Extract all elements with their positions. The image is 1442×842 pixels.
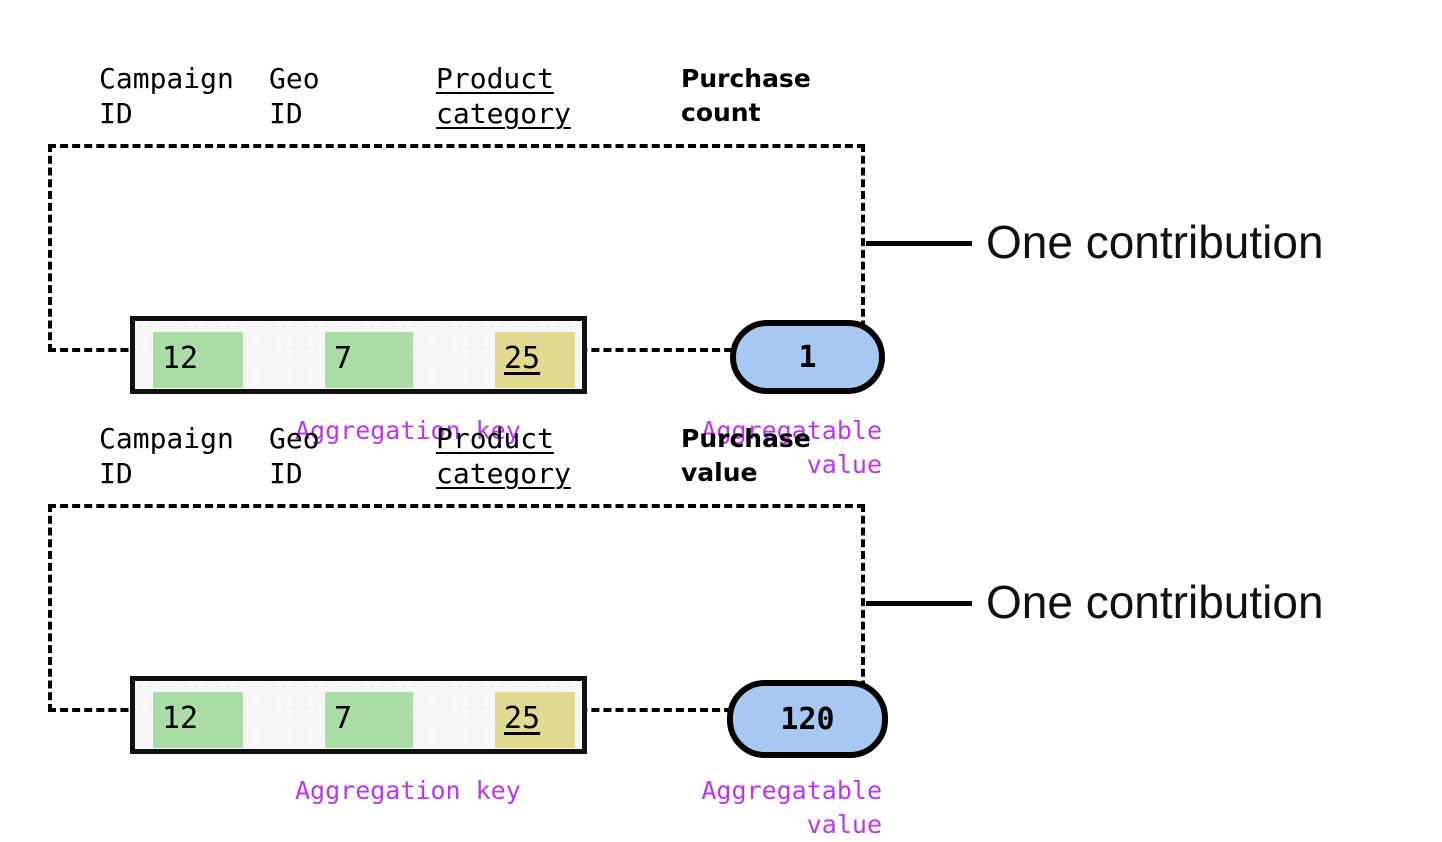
column-header-geo-id: Geo ID xyxy=(269,62,320,130)
annotation-aggregation-key: Aggregation key xyxy=(295,776,521,805)
key-cell-campaign-id: 12 xyxy=(153,332,243,388)
column-header-product-line2: category xyxy=(436,97,571,130)
key-cell-geo-id: 7 xyxy=(325,332,413,388)
key-cell-geo-id: 7 xyxy=(325,692,413,748)
aggregatable-value-pill: 120 xyxy=(727,680,888,758)
column-header-geo-id: Geo ID xyxy=(269,422,320,490)
annotation-aggregatable-value: Aggregatable value xyxy=(701,776,882,839)
key-cell-product-category: 25 xyxy=(495,332,575,388)
key-cell-product-category: 25 xyxy=(495,692,575,748)
contribution-dashed-container: 12 7 25 120 Aggregation key Aggregatable… xyxy=(48,504,888,839)
callout-label-one-contribution: One contribution xyxy=(986,216,1324,268)
column-header-product-line1: Product xyxy=(436,422,555,455)
key-cell-campaign-id: 12 xyxy=(153,692,243,748)
column-header-product-line1: Product xyxy=(436,62,555,95)
contribution-dashed-container: 12 7 25 1 Aggregation key Aggregatable v… xyxy=(48,144,885,479)
aggregation-key-box: 12 7 25 xyxy=(130,316,587,394)
column-header-campaign-id: Campaign ID xyxy=(99,422,234,490)
callout-connector-line xyxy=(866,601,972,606)
callout-label-one-contribution: One contribution xyxy=(986,576,1324,628)
column-header-campaign-id: Campaign ID xyxy=(99,62,234,130)
annotation-aggregation-key: Aggregation key xyxy=(295,416,521,445)
column-header-product-line2: category xyxy=(436,457,571,490)
column-header-purchase-count: Purchase count xyxy=(681,64,811,127)
annotation-aggregatable-value: Aggregatable value xyxy=(701,416,882,479)
aggregatable-value-pill: 1 xyxy=(730,320,885,394)
aggregation-key-box: 12 7 25 xyxy=(130,676,587,754)
callout-connector-line xyxy=(866,241,972,246)
column-header-purchase-value: Purchase value xyxy=(681,424,811,487)
